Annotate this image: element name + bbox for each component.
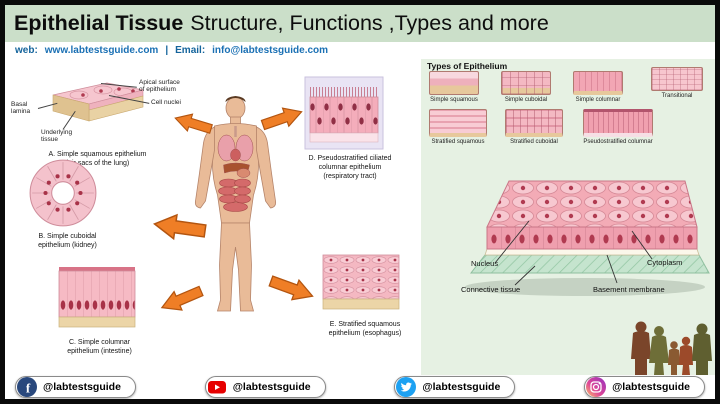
twitter-handle: @labtestsguide — [422, 381, 501, 393]
arrow-to-e-icon — [268, 275, 314, 301]
header-banner: Epithelial Tissue Structure, Functions ,… — [5, 5, 715, 42]
email-link[interactable]: info@labtestsguide.com — [212, 45, 329, 56]
caption-line: columnar epithelium — [318, 163, 382, 171]
annotation-underlying-tissue: Underlying tissue — [41, 129, 72, 143]
organs — [217, 126, 254, 212]
family-silhouette — [631, 321, 712, 375]
thumb-simple-squamous — [429, 71, 479, 95]
annotation-line: Basal — [11, 101, 28, 108]
tissue-c-simple-columnar-illustration — [58, 267, 136, 328]
human-body-figure — [194, 96, 277, 312]
youtube-icon — [207, 381, 226, 394]
instagram-handle: @labtestsguide — [612, 381, 690, 393]
label-cytoplasm: Cytoplasm — [647, 258, 683, 267]
annotation-line: tissue — [41, 136, 58, 144]
arrow-to-d-icon — [260, 107, 303, 131]
infographic-stage: Epithelial Tissue Structure, Functions ,… — [5, 5, 715, 399]
thumb-simple-columnar — [573, 71, 623, 95]
web-label: web: — [15, 45, 38, 56]
annotation-line: of epithelium — [139, 86, 176, 94]
label-transitional: Transitional — [661, 93, 693, 99]
instagram-badge[interactable]: @labtestsguide — [584, 376, 705, 398]
caption-line: (respiratory tract) — [323, 172, 377, 180]
label-simple-cuboidal: Simple cuboidal — [504, 97, 548, 103]
annotation-basal-lamina: Basal lamina — [11, 101, 30, 115]
caption-line: epithelium (intestine) — [67, 347, 132, 355]
caption-line: E. Stratified squamous — [329, 321, 401, 328]
twitter-badge[interactable]: @labtestsguide — [394, 376, 516, 398]
label-stratified-squamous: Stratified squamous — [431, 139, 485, 145]
thumb-simple-cuboidal — [501, 71, 551, 95]
instagram-icon — [586, 377, 607, 397]
facebook-handle: @labtestsguide — [43, 381, 121, 393]
label-nucleus: Nucleus — [471, 259, 499, 268]
caption-line: (air sacs of the lung) — [65, 159, 130, 167]
annotation-apical-surface: Apical surface of epithelium — [139, 79, 201, 93]
svg-text:f: f — [26, 381, 31, 396]
annotation-line: Underlying — [41, 129, 73, 136]
youtube-handle: @labtestsguide — [232, 381, 311, 393]
twitter-icon — [396, 377, 417, 397]
social-bar: f @labtestsguide @labtestsguide @labtest… — [5, 375, 715, 399]
label-simple-columnar: Simple columnar — [575, 97, 621, 103]
thumb-stratified-cuboidal — [505, 109, 563, 137]
contact-bar: web: www.labtestsguide.com | Email: info… — [5, 42, 715, 59]
thumb-transitional — [651, 67, 703, 91]
arrows-overlay — [152, 107, 314, 311]
page-title-bold: Epithelial Tissue — [14, 11, 184, 35]
caption-simple-squamous: A. Simple squamous epithelium (air sacs … — [25, 151, 170, 169]
arrow-to-b-icon — [152, 213, 207, 241]
tissue-d-pseudostratified-illustration — [304, 76, 384, 150]
thumb-pseudostratified-columnar — [583, 109, 653, 137]
page-title-subtitle: Structure, Functions ,Types and more — [190, 11, 549, 35]
caption-line: epithelium (esophagus) — [328, 329, 402, 337]
annotation-line: Apical surface — [139, 79, 180, 86]
caption-line: epithelium (kidney) — [38, 241, 97, 249]
website-link[interactable]: www.labtestsguide.com — [44, 45, 159, 56]
caption-pseudostratified: D. Pseudostratified ciliated columnar ep… — [295, 155, 405, 181]
label-pseudostratified-columnar: Pseudostratified columnar — [583, 139, 653, 145]
tissue-e-stratified-squamous-illustration — [322, 254, 400, 310]
caption-simple-columnar: C. Simple columnar epithelium (intestine… — [47, 339, 152, 357]
caption-line: C. Simple columnar — [68, 339, 131, 346]
contact-divider: | — [165, 45, 169, 56]
tissue-a-simple-squamous-illustration — [52, 82, 144, 122]
thumb-stratified-squamous — [429, 109, 487, 137]
tissue-b-simple-cuboidal-illustration — [29, 159, 97, 227]
caption-line: D. Pseudostratified ciliated — [308, 155, 392, 162]
facebook-badge[interactable]: f @labtestsguide — [15, 376, 136, 398]
arrow-to-a-icon — [174, 113, 213, 134]
label-basement-membrane: Basement membrane — [593, 285, 665, 294]
annotation-line: lamina — [11, 108, 31, 116]
caption-simple-cuboidal: B. Simple cuboidal epithelium (kidney) — [15, 233, 120, 251]
facebook-icon: f — [17, 377, 37, 397]
caption-stratified-squamous: E. Stratified squamous epithelium (esoph… — [311, 321, 419, 339]
email-label: Email: — [175, 45, 206, 56]
epithelium-3d-block-illustration — [465, 180, 710, 296]
youtube-badge[interactable]: @labtestsguide — [204, 376, 326, 398]
types-panel-title: Types of Epithelium — [427, 61, 508, 71]
label-connective-tissue: Connective tissue — [461, 285, 521, 294]
annotation-cell-nuclei: Cell nuclei — [151, 99, 181, 106]
label-stratified-cuboidal: Stratified cuboidal — [510, 139, 558, 145]
caption-line: B. Simple cuboidal — [38, 233, 97, 240]
caption-line: A. Simple squamous epithelium — [48, 151, 147, 158]
arrow-to-c-icon — [160, 285, 204, 311]
hair — [225, 96, 246, 102]
label-simple-squamous: Simple squamous — [430, 97, 478, 103]
